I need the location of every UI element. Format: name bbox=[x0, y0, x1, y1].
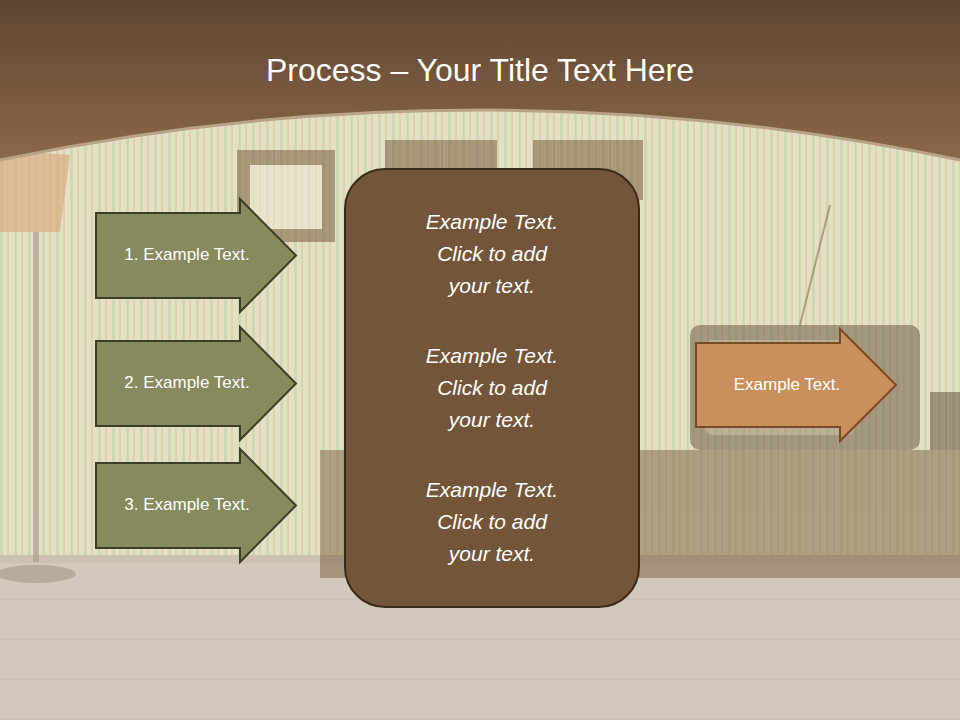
arrow-label: 3. Example Text. bbox=[124, 495, 249, 515]
step-arrow: 1. Example Text. bbox=[95, 198, 297, 313]
title-band bbox=[0, 0, 960, 160]
result-arrow: Example Text. bbox=[695, 328, 897, 442]
result-arrow-shape bbox=[696, 329, 896, 441]
step-arrow-shape bbox=[96, 199, 296, 312]
box-text: Example Text. Click to add your text. bbox=[417, 206, 567, 302]
step-arrow: 3. Example Text. bbox=[95, 448, 297, 563]
process-box: Example Text. Click to add your text. Exa… bbox=[344, 168, 640, 608]
step-arrow-shape bbox=[96, 449, 296, 562]
arrow-label: Example Text. bbox=[734, 375, 840, 395]
title-band-edge bbox=[0, 110, 960, 160]
step-arrow-shape bbox=[96, 327, 296, 440]
box-text: Example Text. Click to add your text. bbox=[417, 474, 567, 570]
floor-lamp bbox=[0, 150, 76, 583]
box-text: Example Text. Click to add your text. bbox=[417, 340, 567, 436]
slide-title: Process – Your Title Text Here bbox=[0, 52, 960, 89]
step-arrow: 2. Example Text. bbox=[95, 326, 297, 441]
arrow-label: 2. Example Text. bbox=[124, 373, 249, 393]
process-box-shape bbox=[345, 169, 639, 607]
arrow-label: 1. Example Text. bbox=[124, 245, 249, 265]
